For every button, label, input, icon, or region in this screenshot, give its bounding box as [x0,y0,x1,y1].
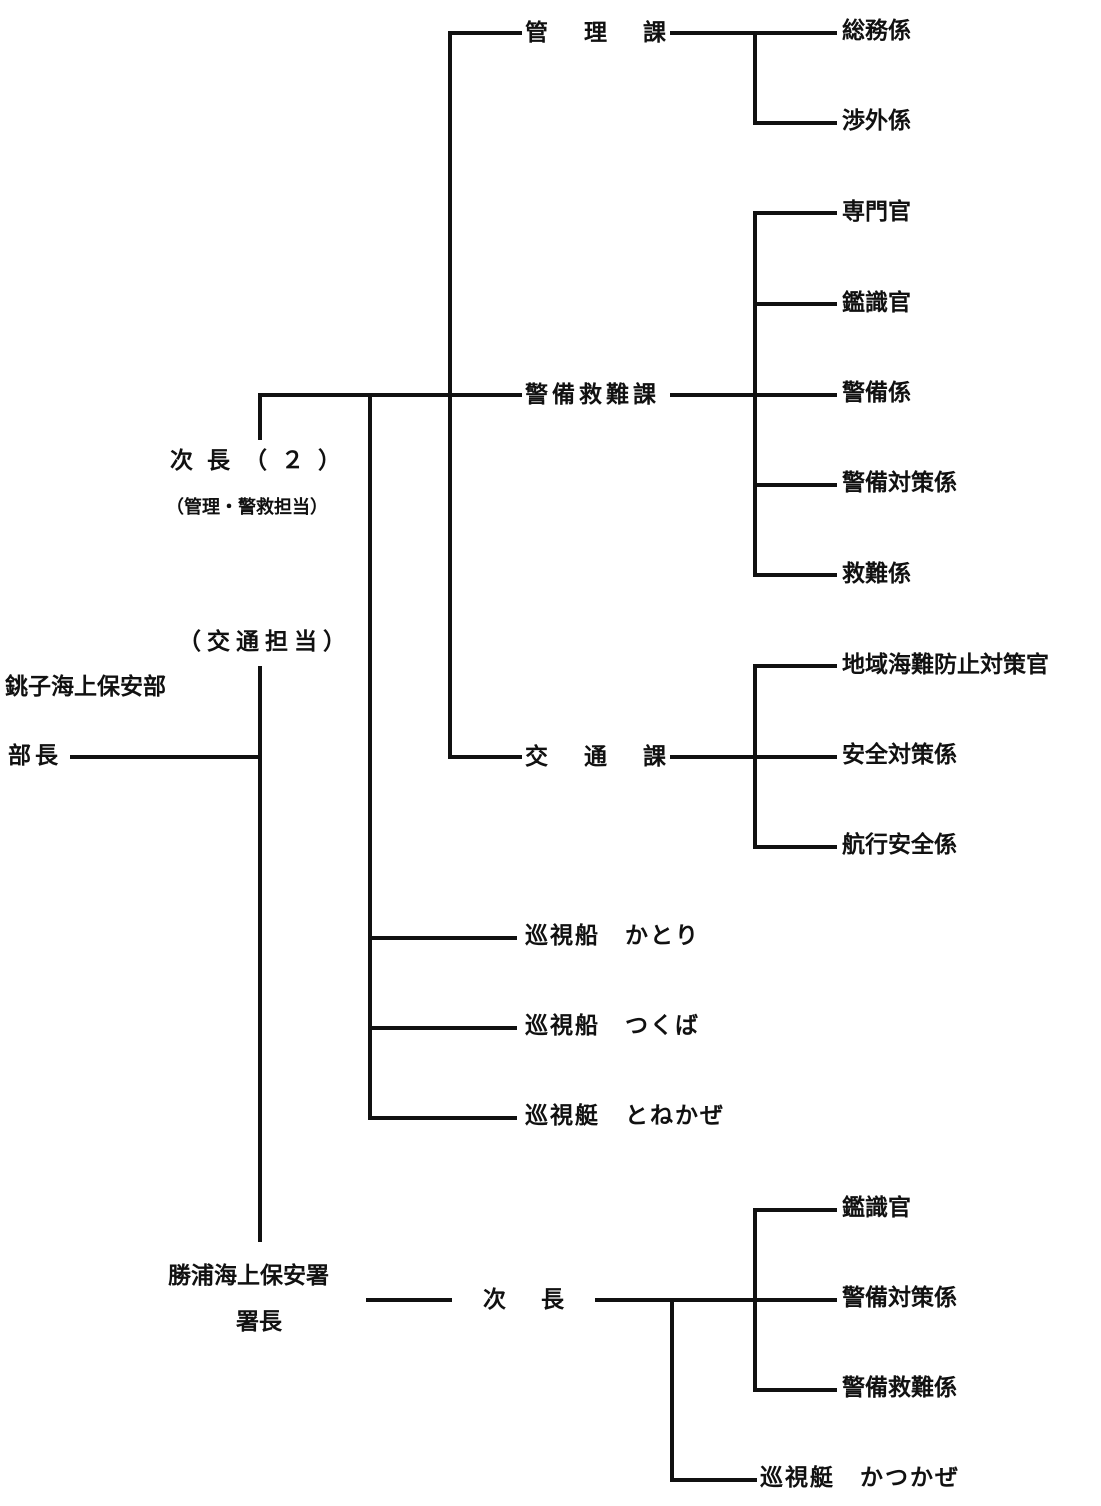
unit: 安全対策係 [842,742,957,768]
unit: 渉外係 [842,108,911,134]
unit: 総務係 [842,18,911,44]
division-kotsu: 交通課 [525,744,702,770]
division-kanri: 管理課 [525,20,702,46]
unit: 鑑識官 [842,290,911,316]
unit: 救難係 [842,561,911,587]
deputy-1-note: （管理・警救担当） [166,497,328,518]
unit: 航行安全係 [842,832,957,858]
deputy-2-label: （交通担当） [178,629,352,655]
vessel: 巡視船 かとり [525,923,700,949]
station-vessel: 巡視艇 かつかぜ [760,1465,960,1491]
head-title: 部長 [8,743,62,769]
org-name: 銚子海上保安部 [5,674,166,700]
unit: 警備対策係 [842,470,957,496]
vessel: 巡視艇 とねかぜ [525,1103,725,1129]
unit: 専門官 [842,199,911,225]
unit: 鑑識官 [842,1195,911,1221]
unit: 警備対策係 [842,1285,957,1311]
station-deputy: 次 長 [483,1287,570,1313]
unit: 警備係 [842,380,911,406]
station-head: 署長 [236,1309,282,1335]
unit: 地域海難防止対策官 [842,652,1049,678]
division-keibi-kyunan: 警備救難課 [525,382,660,408]
station-name: 勝浦海上保安署 [168,1263,329,1289]
deputy-1-label: 次長（２） [170,448,355,474]
vessel: 巡視船 つくば [525,1013,700,1039]
unit: 警備救難係 [842,1375,957,1401]
